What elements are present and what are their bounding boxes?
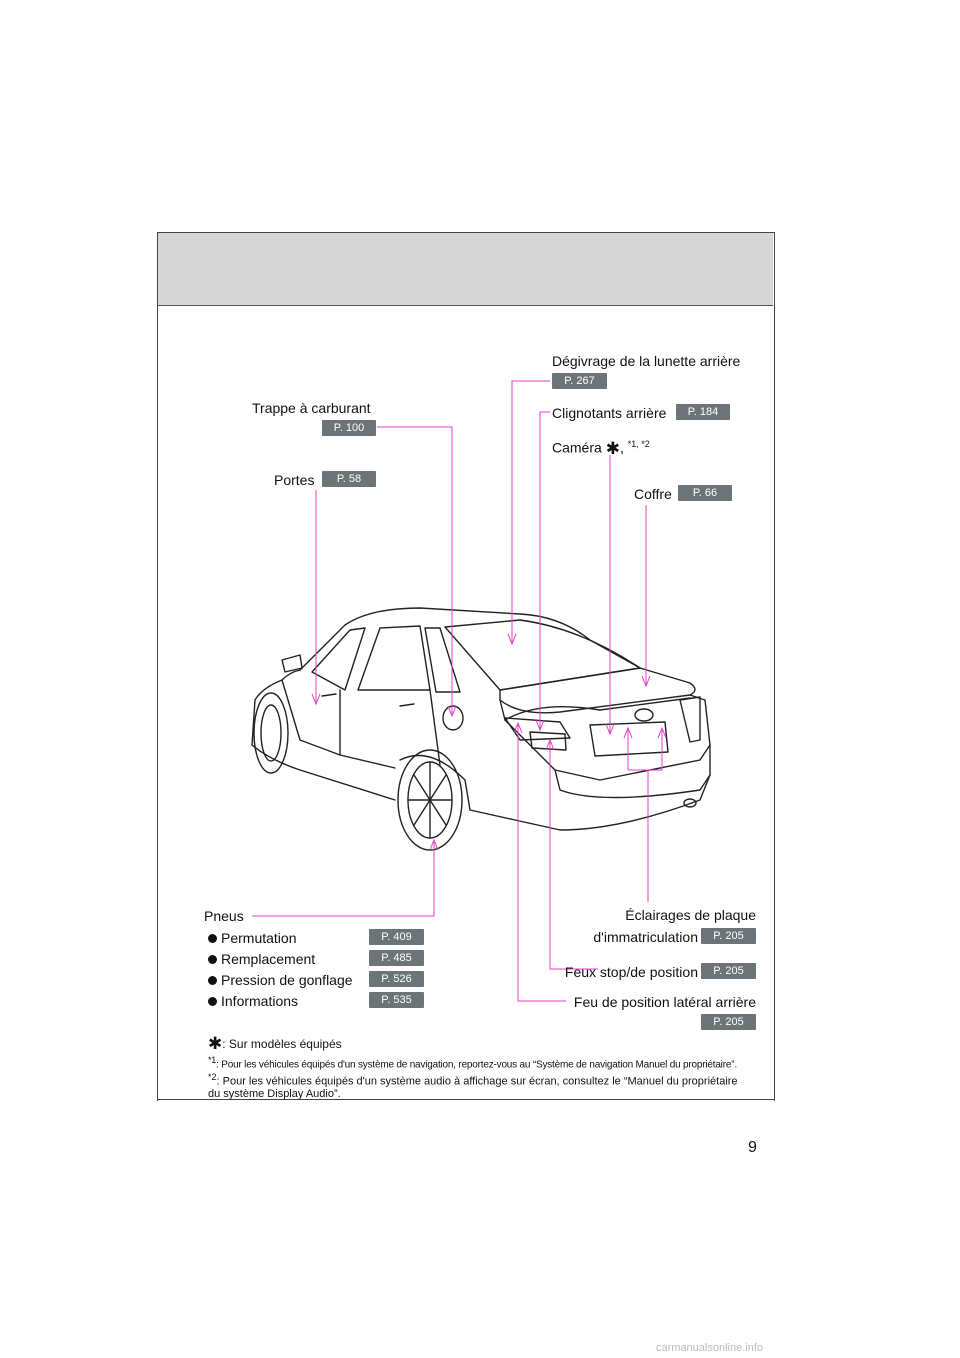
label-degivrage: Dégivrage de la lunette arrière — [552, 353, 741, 369]
leader-lines — [252, 380, 667, 1002]
page-badge-portes[interactable]: P. 58 — [322, 471, 376, 487]
note-2-text: : Pour les véhicules équipés d'un systèm… — [208, 1075, 738, 1100]
note-1-text: : Pour les véhicules équipés d'un systèm… — [216, 1059, 737, 1071]
label-portes: Portes — [274, 472, 315, 488]
label-feu-lateral: Feu de position latéral arrière — [573, 994, 756, 1010]
page-number: 9 — [748, 1139, 757, 1156]
page-badge-pneus-3[interactable]: P. 526 — [369, 971, 424, 987]
camera-footnote-refs: *1, *2 — [627, 439, 650, 449]
bottom-rule — [157, 1099, 774, 1100]
page-badge-pneus-1[interactable]: P. 409 — [369, 929, 424, 945]
pneus-item: Remplacement — [208, 951, 315, 967]
pneus-item: Permutation — [208, 930, 296, 946]
note-2-mark: *2 — [208, 1072, 217, 1082]
label-eclairages-line2: d'immatriculation — [593, 929, 698, 945]
pneus-item-label: Informations — [221, 993, 299, 1009]
car-outline — [251, 607, 711, 851]
pneus-item-label: Permutation — [221, 930, 297, 946]
page-badge-trappe[interactable]: P. 100 — [322, 420, 376, 436]
page-badge-feu-lateral[interactable]: P. 205 — [701, 1014, 756, 1030]
note-star-text: : Sur modèles équipés — [222, 1037, 342, 1051]
page-badge-pneus-2[interactable]: P. 485 — [369, 950, 424, 966]
label-trappe: Trappe à carburant — [252, 400, 371, 416]
label-pneus: Pneus — [204, 908, 244, 924]
pneus-item: Informations — [208, 993, 298, 1009]
header-band — [158, 233, 773, 306]
page-badge-clignotants[interactable]: P. 184 — [676, 404, 730, 420]
page-badge-coffre[interactable]: P. 66 — [678, 485, 732, 501]
label-clignotants: Clignotants arrière — [552, 405, 667, 421]
page-badge-eclairages[interactable]: P. 205 — [701, 928, 756, 944]
label-feux-stop: Feux stop/de position — [564, 964, 698, 980]
pneus-item-label: Pression de gonflage — [221, 972, 353, 988]
label-coffre: Coffre — [634, 486, 672, 502]
watermark: carmanualsonline.info — [656, 1342, 764, 1354]
pneus-item-label: Remplacement — [221, 951, 316, 967]
page-badge-pneus-4[interactable]: P. 535 — [369, 992, 424, 1008]
bullet-icon — [208, 934, 217, 943]
note-2: *2: Pour les véhicules équipés d'un syst… — [208, 1071, 738, 1100]
note-1-mark: *1 — [208, 1055, 217, 1065]
label-eclairages-line1: Éclairages de plaque — [625, 907, 756, 923]
bullet-icon — [208, 955, 217, 964]
asterisk-star-icon: ✱ — [208, 1034, 223, 1053]
bullet-icon — [208, 997, 217, 1006]
content-frame — [157, 232, 775, 1101]
bullet-icon — [208, 976, 217, 985]
note-star: ✱: Sur modèles équipés — [208, 1034, 758, 1053]
note-1: *1: Pour les véhicules équipés d'un syst… — [208, 1054, 758, 1071]
asterisk-star-icon: ✱ — [605, 438, 620, 458]
pneus-item: Pression de gonflage — [208, 972, 353, 988]
camera-label-text: Caméra — [552, 439, 602, 456]
page-badge-feux-stop[interactable]: P. 205 — [701, 963, 756, 979]
page-badge-degivrage[interactable]: P. 267 — [552, 373, 607, 389]
label-camera: Caméra ✱, *1, *2 — [552, 438, 650, 458]
